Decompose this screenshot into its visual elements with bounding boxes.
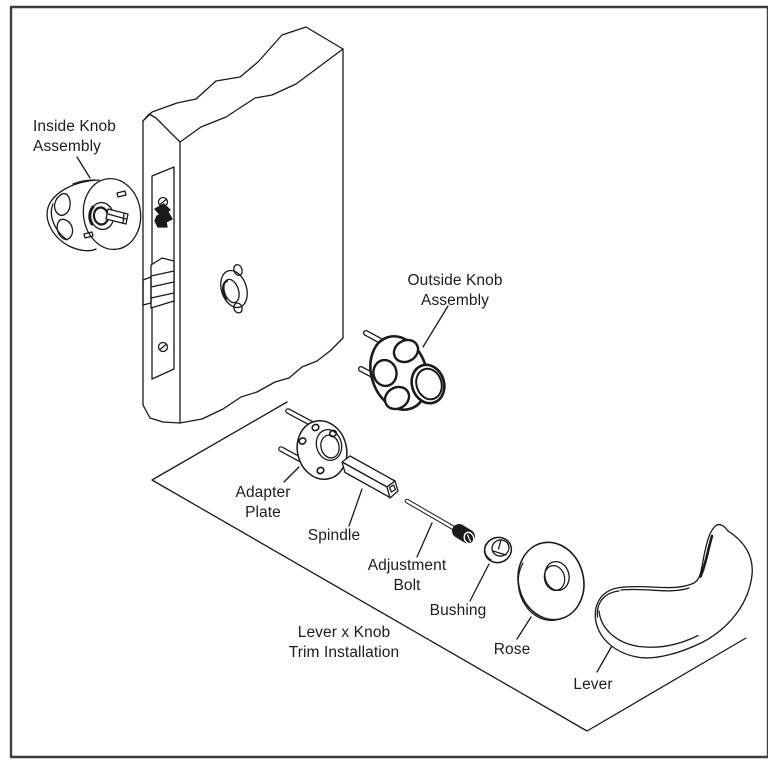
adapter-plate-center-hole — [315, 429, 343, 461]
label-bushing: Bushing — [418, 601, 498, 621]
hub-hole-top-screw — [233, 264, 243, 276]
inside-knob-cone — [46, 179, 100, 252]
diagram-caption: Lever x Knob Trim Installation — [272, 623, 416, 662]
label-line: Bolt — [393, 576, 421, 594]
leader-line-bushing — [469, 563, 490, 602]
label-line: Rose — [493, 641, 531, 658]
adapter-plate-hole-2 — [328, 429, 338, 438]
hub-hole-bottom-screw — [233, 302, 243, 314]
leader-line-inside-knob — [76, 156, 91, 179]
inside-knob-post-slot-2 — [83, 231, 94, 239]
label-line: Inside Knob — [33, 118, 116, 135]
door-face-hub-hole — [220, 264, 248, 314]
outside-knob-cutout-3 — [383, 385, 411, 411]
spindle-drawing — [341, 455, 399, 527]
label-lever: Lever — [553, 675, 633, 695]
latch-bolt — [142, 257, 175, 309]
faceplate-cam-detail-2 — [154, 211, 173, 228]
adjustment-bolt-head-slot — [466, 534, 472, 543]
adapter-plate-hole-3 — [298, 437, 307, 445]
inside-knob-cone-rim — [50, 203, 68, 241]
inside-knob-web-cutout-2 — [56, 218, 74, 240]
inside-knob-web-cutout-1 — [53, 192, 71, 216]
spindle-end-hole — [388, 484, 397, 493]
adapter-plate-drawing — [278, 408, 348, 483]
label-line: Lever — [573, 676, 613, 693]
adapter-plate-center-hole-inner — [320, 434, 340, 459]
adjustment-bolt-drawing — [404, 498, 475, 558]
caption-line: Lever x Knob — [297, 624, 391, 641]
faceplate-cam-detail-1 — [154, 203, 171, 217]
leader-line-adjustment-bolt — [416, 522, 433, 558]
door-bottom-edge — [142, 337, 344, 424]
label-adjustment-bolt: Adjustment Bolt — [363, 556, 451, 595]
label-adapter-plate: Adapter Plate — [223, 483, 303, 522]
adapter-plate-hole-1 — [311, 423, 320, 432]
label-spindle: Spindle — [294, 526, 374, 546]
label-line: Assembly — [33, 137, 101, 155]
label-rose: Rose — [472, 640, 552, 660]
label-line: Assembly — [421, 291, 489, 309]
spindle-end-face — [386, 480, 399, 499]
bushing-depth-line — [484, 543, 492, 561]
inside-knob-cone-hatch — [72, 179, 96, 185]
lever-grip-detail — [620, 587, 690, 592]
door-top-front-edge — [142, 48, 344, 143]
lever-neck-shading — [699, 534, 714, 578]
hub-hole-inner — [223, 278, 240, 304]
inside-knob-assembly-drawing — [46, 156, 142, 252]
rose-center-hole-inner — [543, 565, 566, 591]
latch-bolt-collar — [142, 276, 152, 306]
label-line: Bushing — [429, 602, 487, 619]
inside-knob-spindle-stub-lines — [107, 213, 127, 224]
label-line: Outside Knob — [407, 272, 503, 289]
adapter-plate-hole-4 — [316, 466, 325, 475]
faceplate-outline — [151, 166, 175, 380]
rose-center-hole — [544, 560, 570, 592]
hub-hole-shading — [221, 280, 228, 300]
inside-knob-post-slot-1 — [116, 190, 127, 198]
label-line: Adapter — [235, 484, 291, 501]
faceplate-screw-bottom — [157, 341, 169, 353]
bushing-split-lines — [492, 539, 507, 556]
mortise-lock-faceplate — [142, 166, 175, 380]
faceplate-screw-bottom-slot — [159, 343, 167, 351]
lever-bottom-detail — [598, 610, 699, 648]
faceplate-screw-top-slot — [159, 198, 167, 206]
lever-drawing — [594, 523, 753, 673]
rose-drawing — [516, 541, 585, 640]
label-outside-knob-assembly: Outside Knob Assembly — [403, 271, 507, 310]
leader-line-rose — [516, 616, 532, 640]
adjustment-bolt-head — [452, 524, 475, 544]
leader-line-adapter-plate — [283, 466, 300, 483]
outside-knob-face-inner — [415, 367, 443, 401]
leader-line-spindle — [348, 488, 363, 527]
outside-knob-cutout-1 — [392, 338, 420, 364]
adjustment-bolt-rod-fill — [405, 499, 459, 532]
caption-line: Trim Installation — [288, 643, 400, 661]
label-line: Adjustment — [367, 557, 447, 574]
leader-line-outside-knob — [422, 305, 449, 348]
lever-cap-detail — [596, 590, 620, 618]
door-top-back-edge — [142, 26, 344, 122]
label-line: Spindle — [307, 527, 361, 544]
bushing-outer — [483, 536, 513, 564]
label-inside-knob-assembly: Inside Knob Assembly — [33, 117, 116, 156]
rose-outer — [517, 541, 585, 621]
bushing-drawing — [469, 536, 513, 602]
outside-knob-assembly-drawing — [358, 305, 449, 411]
frame-border — [9, 5, 768, 759]
adjustment-bolt-head-face — [463, 531, 475, 545]
rose-depth-line — [517, 562, 563, 622]
label-line: Plate — [245, 503, 281, 521]
inside-knob-hub-shading — [88, 205, 95, 226]
door-drawing — [142, 26, 344, 424]
floor-plane-lines — [151, 401, 747, 732]
latch-bolt-hatch — [150, 270, 175, 299]
outside-knob-cutout-2 — [372, 358, 398, 388]
hub-hole-outer — [220, 269, 248, 309]
